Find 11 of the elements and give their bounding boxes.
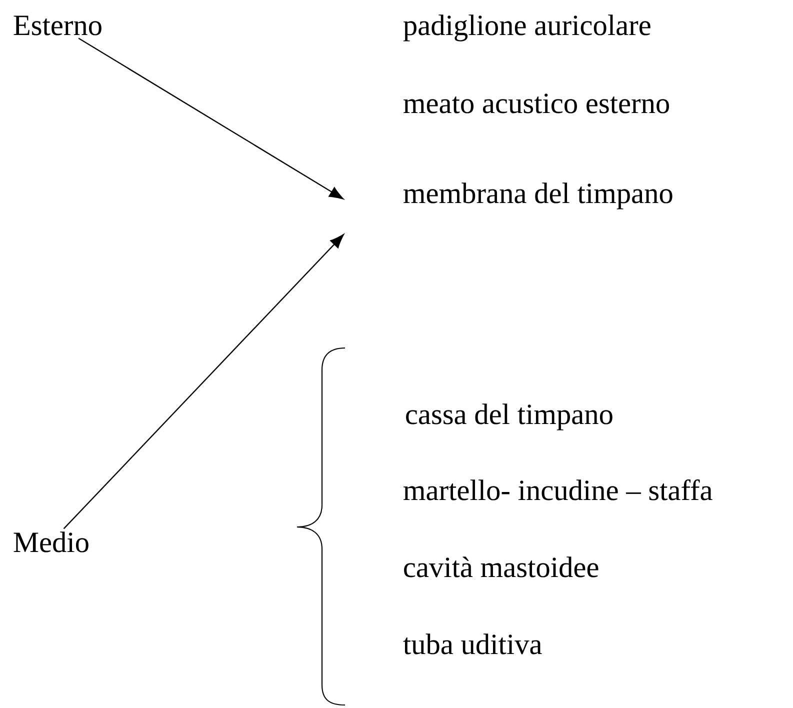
section-label: Medio [14,532,88,552]
list-item: cavità mastoidee [404,556,598,578]
list-item: meato acustico esterno [404,94,670,114]
section-label: Esterno [14,16,102,36]
arrow [63,234,344,530]
list-item: tuba uditiva [403,634,542,654]
list-item: martello- incudine – staffa [404,479,712,500]
list-item: cassa del timpano [406,404,612,430]
list-item: padiglione auricolare [403,14,650,42]
arrow [78,38,344,200]
list-item: membrana del timpano [404,182,672,210]
